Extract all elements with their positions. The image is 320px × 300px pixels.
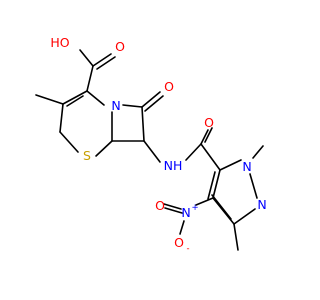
molecule-structure: HO O N O S NH O N N N + O O - xyxy=(35,35,267,254)
bond xyxy=(59,131,79,153)
pyrazole-n-methyl-label: N xyxy=(242,159,251,174)
nitro-double-oxygen-label: O xyxy=(155,198,165,213)
nitro-anion-oxygen-label: O xyxy=(174,235,184,250)
bond xyxy=(233,208,256,225)
bond xyxy=(66,95,84,107)
acid-carbonyl-oxygen-label: O xyxy=(115,39,125,54)
bond xyxy=(144,95,164,112)
nitro-nitrogen-charge: + xyxy=(191,203,198,213)
bond xyxy=(92,53,112,67)
bond xyxy=(95,140,113,157)
pyrazole-nitrogen-label: N xyxy=(257,197,266,212)
bond xyxy=(249,173,258,199)
amide-carbonyl-oxygen-label: O xyxy=(204,115,214,130)
bond xyxy=(212,197,235,225)
bond xyxy=(96,56,116,70)
atom-labels: HO O N O S NH O N N N + O O - xyxy=(50,35,266,254)
bond xyxy=(141,106,145,142)
bond xyxy=(163,203,182,210)
nitro-nitrogen-label: N xyxy=(181,205,190,220)
bond xyxy=(233,223,239,251)
sulfur-label: S xyxy=(83,148,91,163)
bond xyxy=(200,129,209,145)
bond xyxy=(79,49,94,67)
bond xyxy=(185,143,202,161)
bond xyxy=(195,197,214,206)
bonds xyxy=(35,49,264,251)
bond xyxy=(62,90,88,105)
bond xyxy=(207,171,216,200)
bond xyxy=(86,65,94,92)
bond xyxy=(204,127,213,143)
bond xyxy=(200,143,221,171)
bond xyxy=(59,103,64,133)
bond xyxy=(211,194,232,220)
bond xyxy=(252,145,264,159)
bond xyxy=(86,90,105,106)
bond xyxy=(212,169,221,199)
amide-nh-label: NH xyxy=(164,158,183,173)
bond xyxy=(179,220,185,235)
hydroxyl-label: HO xyxy=(50,35,69,50)
molecule-diagram: HO O N O S NH O N N N + O O - xyxy=(35,35,267,254)
bond xyxy=(143,140,161,163)
bond xyxy=(141,91,161,108)
lactam-carbonyl-oxygen-label: O xyxy=(164,79,174,94)
nitro-oxygen-charge: - xyxy=(186,244,189,254)
lactam-nitrogen-label: N xyxy=(111,98,120,113)
bond xyxy=(35,94,64,105)
bond xyxy=(164,207,183,214)
bond xyxy=(219,159,242,171)
bond xyxy=(122,104,143,108)
